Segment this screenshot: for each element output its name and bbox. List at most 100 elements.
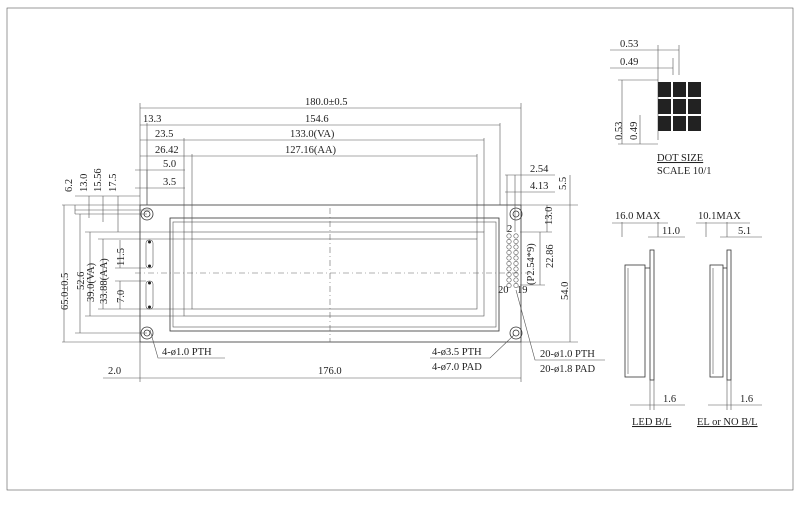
connector-pin xyxy=(506,233,512,239)
connector-pin xyxy=(506,244,512,250)
connector-pin xyxy=(513,277,519,283)
connector-pin xyxy=(506,260,512,266)
el-body xyxy=(709,264,724,378)
dim-3-5: 3.5 xyxy=(163,177,176,188)
dim-aa-width: 127.16(AA) xyxy=(285,145,337,156)
pin-20-label: 20 xyxy=(498,285,509,296)
dot-grid xyxy=(658,82,701,131)
dim-11-5: 11.5 xyxy=(116,248,127,266)
connector-pin xyxy=(506,255,512,261)
top-dimensions: 180.0±0.5 13.3 154.6 23.5 133.0(VA) 26.4… xyxy=(135,97,522,239)
dim-13-0-left: 13.0 xyxy=(79,174,90,192)
dim-2-54: 2.54 xyxy=(530,164,549,175)
dim-17-5: 17.5 xyxy=(108,174,119,192)
dim-aa-height: 33.88(AA) xyxy=(99,258,110,304)
dim-23-5: 23.5 xyxy=(155,129,173,140)
side-view-led: 16.0 MAX 11.0 1.6 LED B/L xyxy=(612,211,685,428)
el-dim-1-6: 1.6 xyxy=(740,394,753,405)
connector-pin xyxy=(513,250,519,256)
dim-54-0: 54.0 xyxy=(560,282,571,300)
connector-pin xyxy=(513,244,519,250)
connector-pin xyxy=(506,250,512,256)
el-max-thickness: 10.1MAX xyxy=(698,211,741,222)
dim-22-86: 22.86 xyxy=(545,244,556,268)
dim-15-56: 15.56 xyxy=(93,168,104,192)
connector-pin xyxy=(506,271,512,277)
bezel-inner xyxy=(172,221,497,328)
right-dimensions: 2.54 4.13 5.5 54.0 13.0 (P2.54*9) 22.86 xyxy=(505,164,578,343)
connector-pin xyxy=(513,239,519,245)
connector-pin xyxy=(513,282,519,288)
dot-cell xyxy=(688,99,701,114)
dim-2-0: 2.0 xyxy=(108,366,121,377)
dim-4-13: 4.13 xyxy=(530,181,548,192)
dim-13-0-right: 13.0 xyxy=(544,207,555,225)
led-dim-11-0: 11.0 xyxy=(662,226,680,237)
dim-dot-0-49-left: 0.49 xyxy=(629,122,640,140)
side-view-el: 10.1MAX 5.1 1.6 EL or NO B/L xyxy=(696,211,762,428)
connector-pin xyxy=(506,266,512,272)
el-pcb xyxy=(726,249,732,381)
connector-pin xyxy=(506,282,512,288)
active-area xyxy=(191,238,478,310)
dim-5-0: 5.0 xyxy=(163,159,176,170)
dim-52-6: 52.6 xyxy=(76,272,87,290)
dim-overall-height: 65.0±0.5 xyxy=(60,273,71,310)
dot-cell xyxy=(658,82,671,97)
bezel-outline xyxy=(169,217,500,332)
dot-size-title: DOT SIZE xyxy=(657,153,703,164)
viewing-area xyxy=(183,231,485,317)
dot-cell xyxy=(688,82,701,97)
front-view: 2 20 19 xyxy=(135,204,530,343)
dot-cell xyxy=(688,116,701,131)
dot-cell xyxy=(673,99,686,114)
bottom-dimensions: 2.0 176.0 4-ø1.0 PTH 4-ø3.5 PTH 4-ø7.0 P… xyxy=(103,289,605,382)
dot-cell xyxy=(658,116,671,131)
led-max-thickness: 16.0 MAX xyxy=(615,211,661,222)
mounting-holes xyxy=(140,207,523,340)
pin-2-label: 2 xyxy=(507,224,512,235)
dot-cell xyxy=(673,116,686,131)
dim-26-42: 26.42 xyxy=(155,145,179,156)
pcb-outline xyxy=(139,204,522,343)
connector-pin xyxy=(506,277,512,283)
callout-4-pad-7-0: 4-ø7.0 PAD xyxy=(432,362,482,373)
dim-154-6: 154.6 xyxy=(305,114,329,125)
dim-dot-0-53-left: 0.53 xyxy=(614,122,625,140)
dim-13-3: 13.3 xyxy=(143,114,161,125)
dim-overall-width: 180.0±0.5 xyxy=(305,97,348,108)
connector-pin xyxy=(513,271,519,277)
el-bl-label: EL or NO B/L xyxy=(697,417,758,428)
dim-va-height: 39.0(VA) xyxy=(86,262,97,302)
left-dimensions: 65.0±0.5 52.6 39.0(VA) 33.88(AA) 11.5 7.… xyxy=(60,168,192,343)
left-slots xyxy=(145,239,154,310)
el-dim-5-1: 5.1 xyxy=(738,226,751,237)
connector-pin xyxy=(513,260,519,266)
dim-dot-0-49-top: 0.49 xyxy=(620,57,638,68)
dim-7-0: 7.0 xyxy=(116,290,127,303)
dim-176-0: 176.0 xyxy=(318,366,342,377)
dot-cell xyxy=(658,99,671,114)
callout-4-pth-3-5: 4-ø3.5 PTH xyxy=(432,347,482,358)
dot-size-scale: SCALE 10/1 xyxy=(657,166,712,177)
dot-cell xyxy=(673,82,686,97)
dim-5-5: 5.5 xyxy=(558,177,569,190)
callout-20-pth-1-0: 20-ø1.0 PTH xyxy=(540,349,595,360)
connector-pins xyxy=(506,233,519,288)
dim-6-2: 6.2 xyxy=(64,179,75,192)
led-pcb xyxy=(649,249,655,381)
led-body xyxy=(624,264,646,378)
callout-4-pth-1-0: 4-ø1.0 PTH xyxy=(162,347,212,358)
connector-pin xyxy=(506,239,512,245)
dot-size-detail: 0.53 0.49 0.53 0.49 DOT SIZE SCALE 10/1 xyxy=(610,39,712,177)
pin-19-label: 19 xyxy=(517,285,528,296)
led-dim-1-6: 1.6 xyxy=(663,394,676,405)
dim-va-width: 133.0(VA) xyxy=(290,129,335,140)
dim-dot-0-53-top: 0.53 xyxy=(620,39,638,50)
connector-pin xyxy=(513,233,519,239)
led-bl-label: LED B/L xyxy=(632,417,671,428)
dim-pitch: (P2.54*9) xyxy=(526,243,537,285)
drawing-border xyxy=(6,7,794,491)
